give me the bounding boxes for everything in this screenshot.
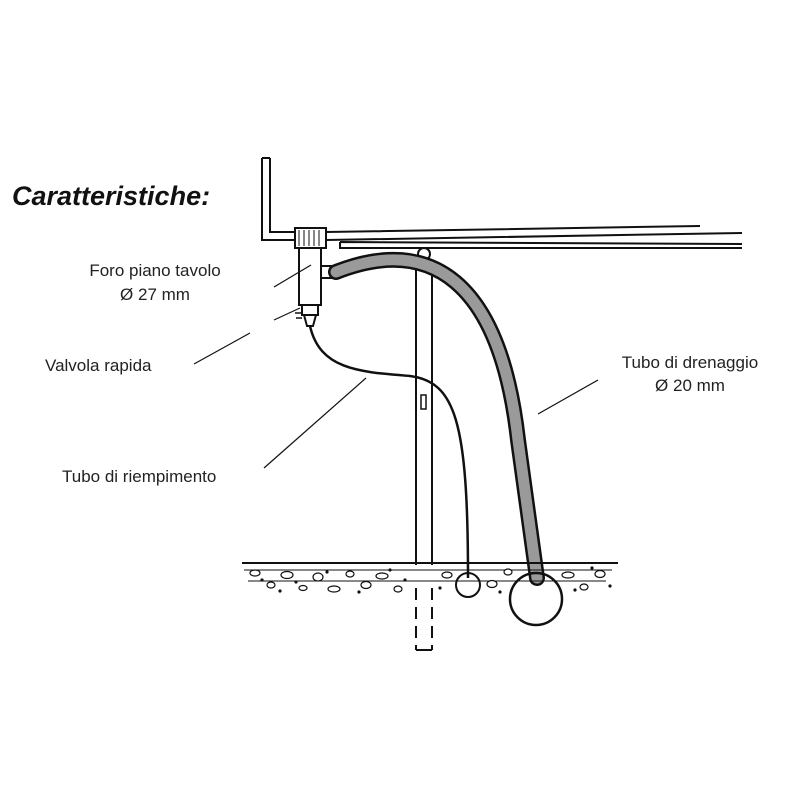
fill-tube [308, 325, 470, 579]
table-top [261, 157, 743, 249]
heading: Caratteristiche: [12, 181, 210, 211]
label-fill-tube: Tubo di riempimento [62, 467, 216, 486]
label-hole-diameter: Ø 27 mm [120, 285, 190, 304]
label-drain-diameter: Ø 20 mm [655, 376, 725, 395]
label-hole: Foro piano tavolo [89, 261, 220, 280]
quick-valve [294, 227, 332, 327]
fill-tube-end [455, 572, 481, 598]
drain-tube [328, 251, 545, 586]
label-drain-tube: Tubo di drenaggio [622, 353, 758, 372]
leader-lines [193, 264, 599, 469]
label-valve: Valvola rapida [45, 356, 152, 375]
drain-pipe [508, 571, 564, 627]
ground [242, 562, 618, 627]
support-post [415, 247, 433, 651]
